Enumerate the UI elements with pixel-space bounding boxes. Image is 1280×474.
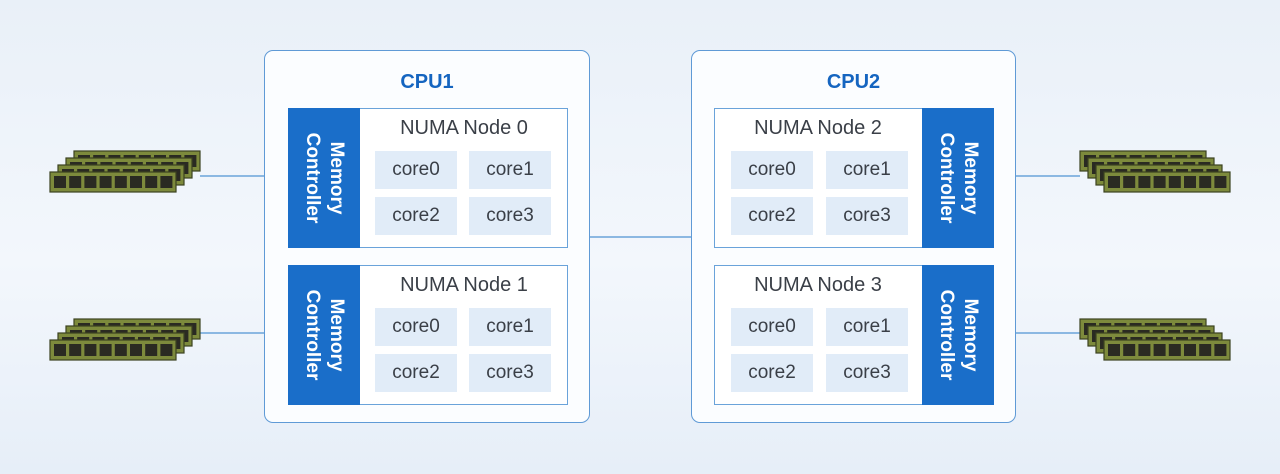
memory-controller-label: Memory Controller (300, 133, 348, 224)
core-cell: core3 (469, 354, 551, 392)
core-cell: core0 (375, 151, 457, 189)
memory-controller: Memory Controller (922, 265, 994, 405)
memory-controller-label: Memory Controller (300, 290, 348, 381)
memory-controller: Memory Controller (922, 108, 994, 248)
memory-controller-line-2: Controller (936, 289, 957, 381)
core-cell: core1 (469, 151, 551, 189)
core-cell: core2 (731, 354, 813, 392)
memory-controller-line-2: Controller (302, 289, 323, 381)
memory-controller: Memory Controller (288, 108, 360, 248)
ram-stick (1103, 339, 1231, 361)
cpu-title: CPU2 (826, 71, 881, 93)
memory-controller-line-2: Controller (302, 132, 323, 224)
memory-controller: Memory Controller (288, 265, 360, 405)
ram-stick (49, 339, 177, 361)
memory-controller-line-1: Memory (960, 141, 981, 215)
memory-controller-label: Memory Controller (934, 290, 982, 381)
numa-node-1: Memory Controller NUMA Node 1 core0 core… (288, 265, 568, 405)
core-cell: core2 (375, 354, 457, 392)
core-cell: core3 (826, 197, 908, 235)
core-cell: core0 (731, 308, 813, 346)
core-cell: core2 (375, 197, 457, 235)
ram-stick-icon (1079, 318, 1231, 361)
memory-controller-line-2: Controller (936, 132, 957, 224)
core-cell: core2 (731, 197, 813, 235)
memory-controller-line-1: Memory (960, 298, 981, 372)
ram-stick-icon (49, 318, 201, 361)
cpu1-box: CPU1 Memory Controller NUMA Node 0 core0… (264, 50, 590, 423)
memory-controller-label: Memory Controller (934, 133, 982, 224)
ram-stick (1103, 171, 1231, 193)
memory-controller-line-1: Memory (326, 298, 347, 372)
core-cell: core3 (469, 197, 551, 235)
numa-node-title: NUMA Node 3 (754, 274, 882, 296)
core-cell: core0 (375, 308, 457, 346)
ram-stick-icon (1079, 150, 1231, 193)
numa-node-2: NUMA Node 2 core0 core1 core2 core3 Memo… (714, 108, 994, 248)
core-cell: core1 (826, 151, 908, 189)
core-cell: core3 (826, 354, 908, 392)
numa-node-title: NUMA Node 0 (400, 117, 528, 139)
memory-controller-line-1: Memory (326, 141, 347, 215)
ram-stick-icon (49, 150, 201, 193)
numa-node-title: NUMA Node 1 (400, 274, 528, 296)
numa-node-0: Memory Controller NUMA Node 0 core0 core… (288, 108, 568, 248)
core-cell: core1 (469, 308, 551, 346)
core-cell: core1 (826, 308, 908, 346)
core-cell: core0 (731, 151, 813, 189)
numa-node-title: NUMA Node 2 (754, 117, 882, 139)
cpu2-box: CPU2 NUMA Node 2 core0 core1 core2 core3… (691, 50, 1016, 423)
cpu-title: CPU1 (400, 71, 454, 93)
ram-stick (49, 171, 177, 193)
numa-node-3: NUMA Node 3 core0 core1 core2 core3 Memo… (714, 265, 994, 405)
